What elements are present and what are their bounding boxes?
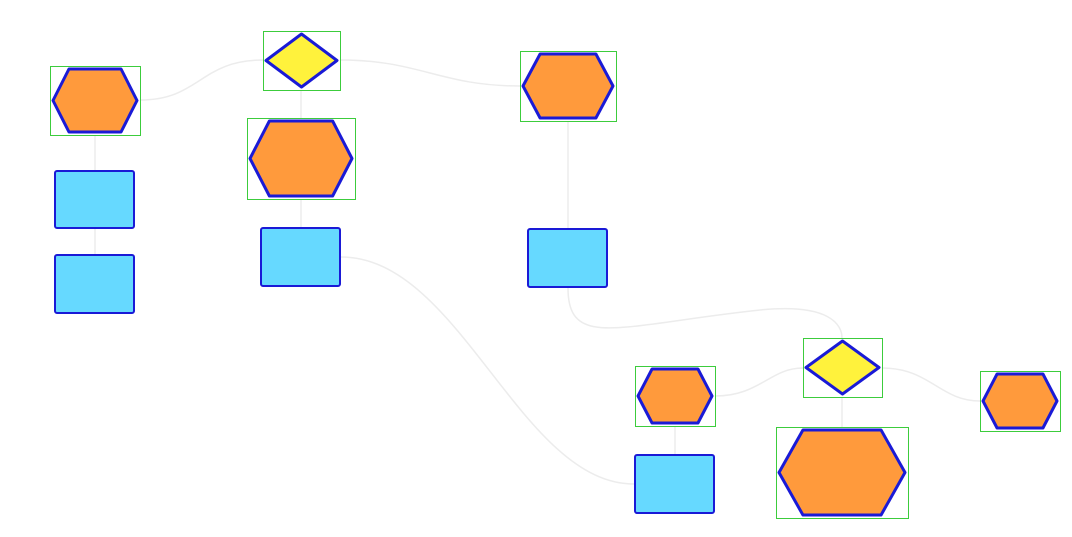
node-diamond-2[interactable] <box>803 338 883 398</box>
hex-4-selection-box <box>635 366 716 427</box>
hex-5-selection-box <box>980 371 1061 432</box>
rect-1-rectangle <box>54 170 135 229</box>
diamond-1-selection-box <box>263 31 341 91</box>
node-rect-5[interactable] <box>634 454 715 514</box>
hex-6-selection-box <box>776 427 909 519</box>
node-hex-1[interactable] <box>50 66 141 136</box>
edges-layer <box>94 59 981 485</box>
node-rect-4[interactable] <box>527 228 608 288</box>
hex-2-hexagon <box>248 119 354 198</box>
diamond-1-diamond <box>264 32 339 89</box>
hex-1-hexagon <box>51 67 139 134</box>
hex-1-selection-box <box>50 66 141 136</box>
edge-rect-3-to-rect-5[interactable] <box>340 256 635 485</box>
edge-hex-4-to-diamond-2[interactable] <box>714 367 804 397</box>
hex-6-hexagon <box>777 428 907 517</box>
rect-3-rectangle <box>260 227 341 287</box>
hex-5-hexagon <box>981 372 1059 430</box>
diamond-2-selection-box <box>803 338 883 398</box>
node-hex-5[interactable] <box>980 371 1061 432</box>
node-rect-2[interactable] <box>54 254 135 314</box>
edge-hex-1-to-diamond-1[interactable] <box>139 59 264 101</box>
edge-diamond-2-to-hex-5[interactable] <box>881 367 981 402</box>
rect-4-rectangle <box>527 228 608 288</box>
hex-4-hexagon <box>636 367 714 425</box>
node-rect-1[interactable] <box>54 170 135 229</box>
hex-2-selection-box <box>247 118 356 200</box>
node-diamond-1[interactable] <box>263 31 341 91</box>
rect-5-rectangle <box>634 454 715 514</box>
edge-rect-4-to-diamond-2[interactable] <box>567 287 843 339</box>
node-hex-4[interactable] <box>635 366 716 427</box>
node-rect-3[interactable] <box>260 227 341 287</box>
node-hex-6[interactable] <box>776 427 909 519</box>
hex-3-hexagon <box>521 52 615 120</box>
hex-3-selection-box <box>520 51 617 122</box>
diamond-2-diamond <box>804 339 881 396</box>
node-hex-2[interactable] <box>247 118 356 200</box>
node-hex-3[interactable] <box>520 51 617 122</box>
rect-2-rectangle <box>54 254 135 314</box>
edge-diamond-1-to-hex-2[interactable] <box>339 59 521 87</box>
nodes-layer <box>50 31 1061 519</box>
